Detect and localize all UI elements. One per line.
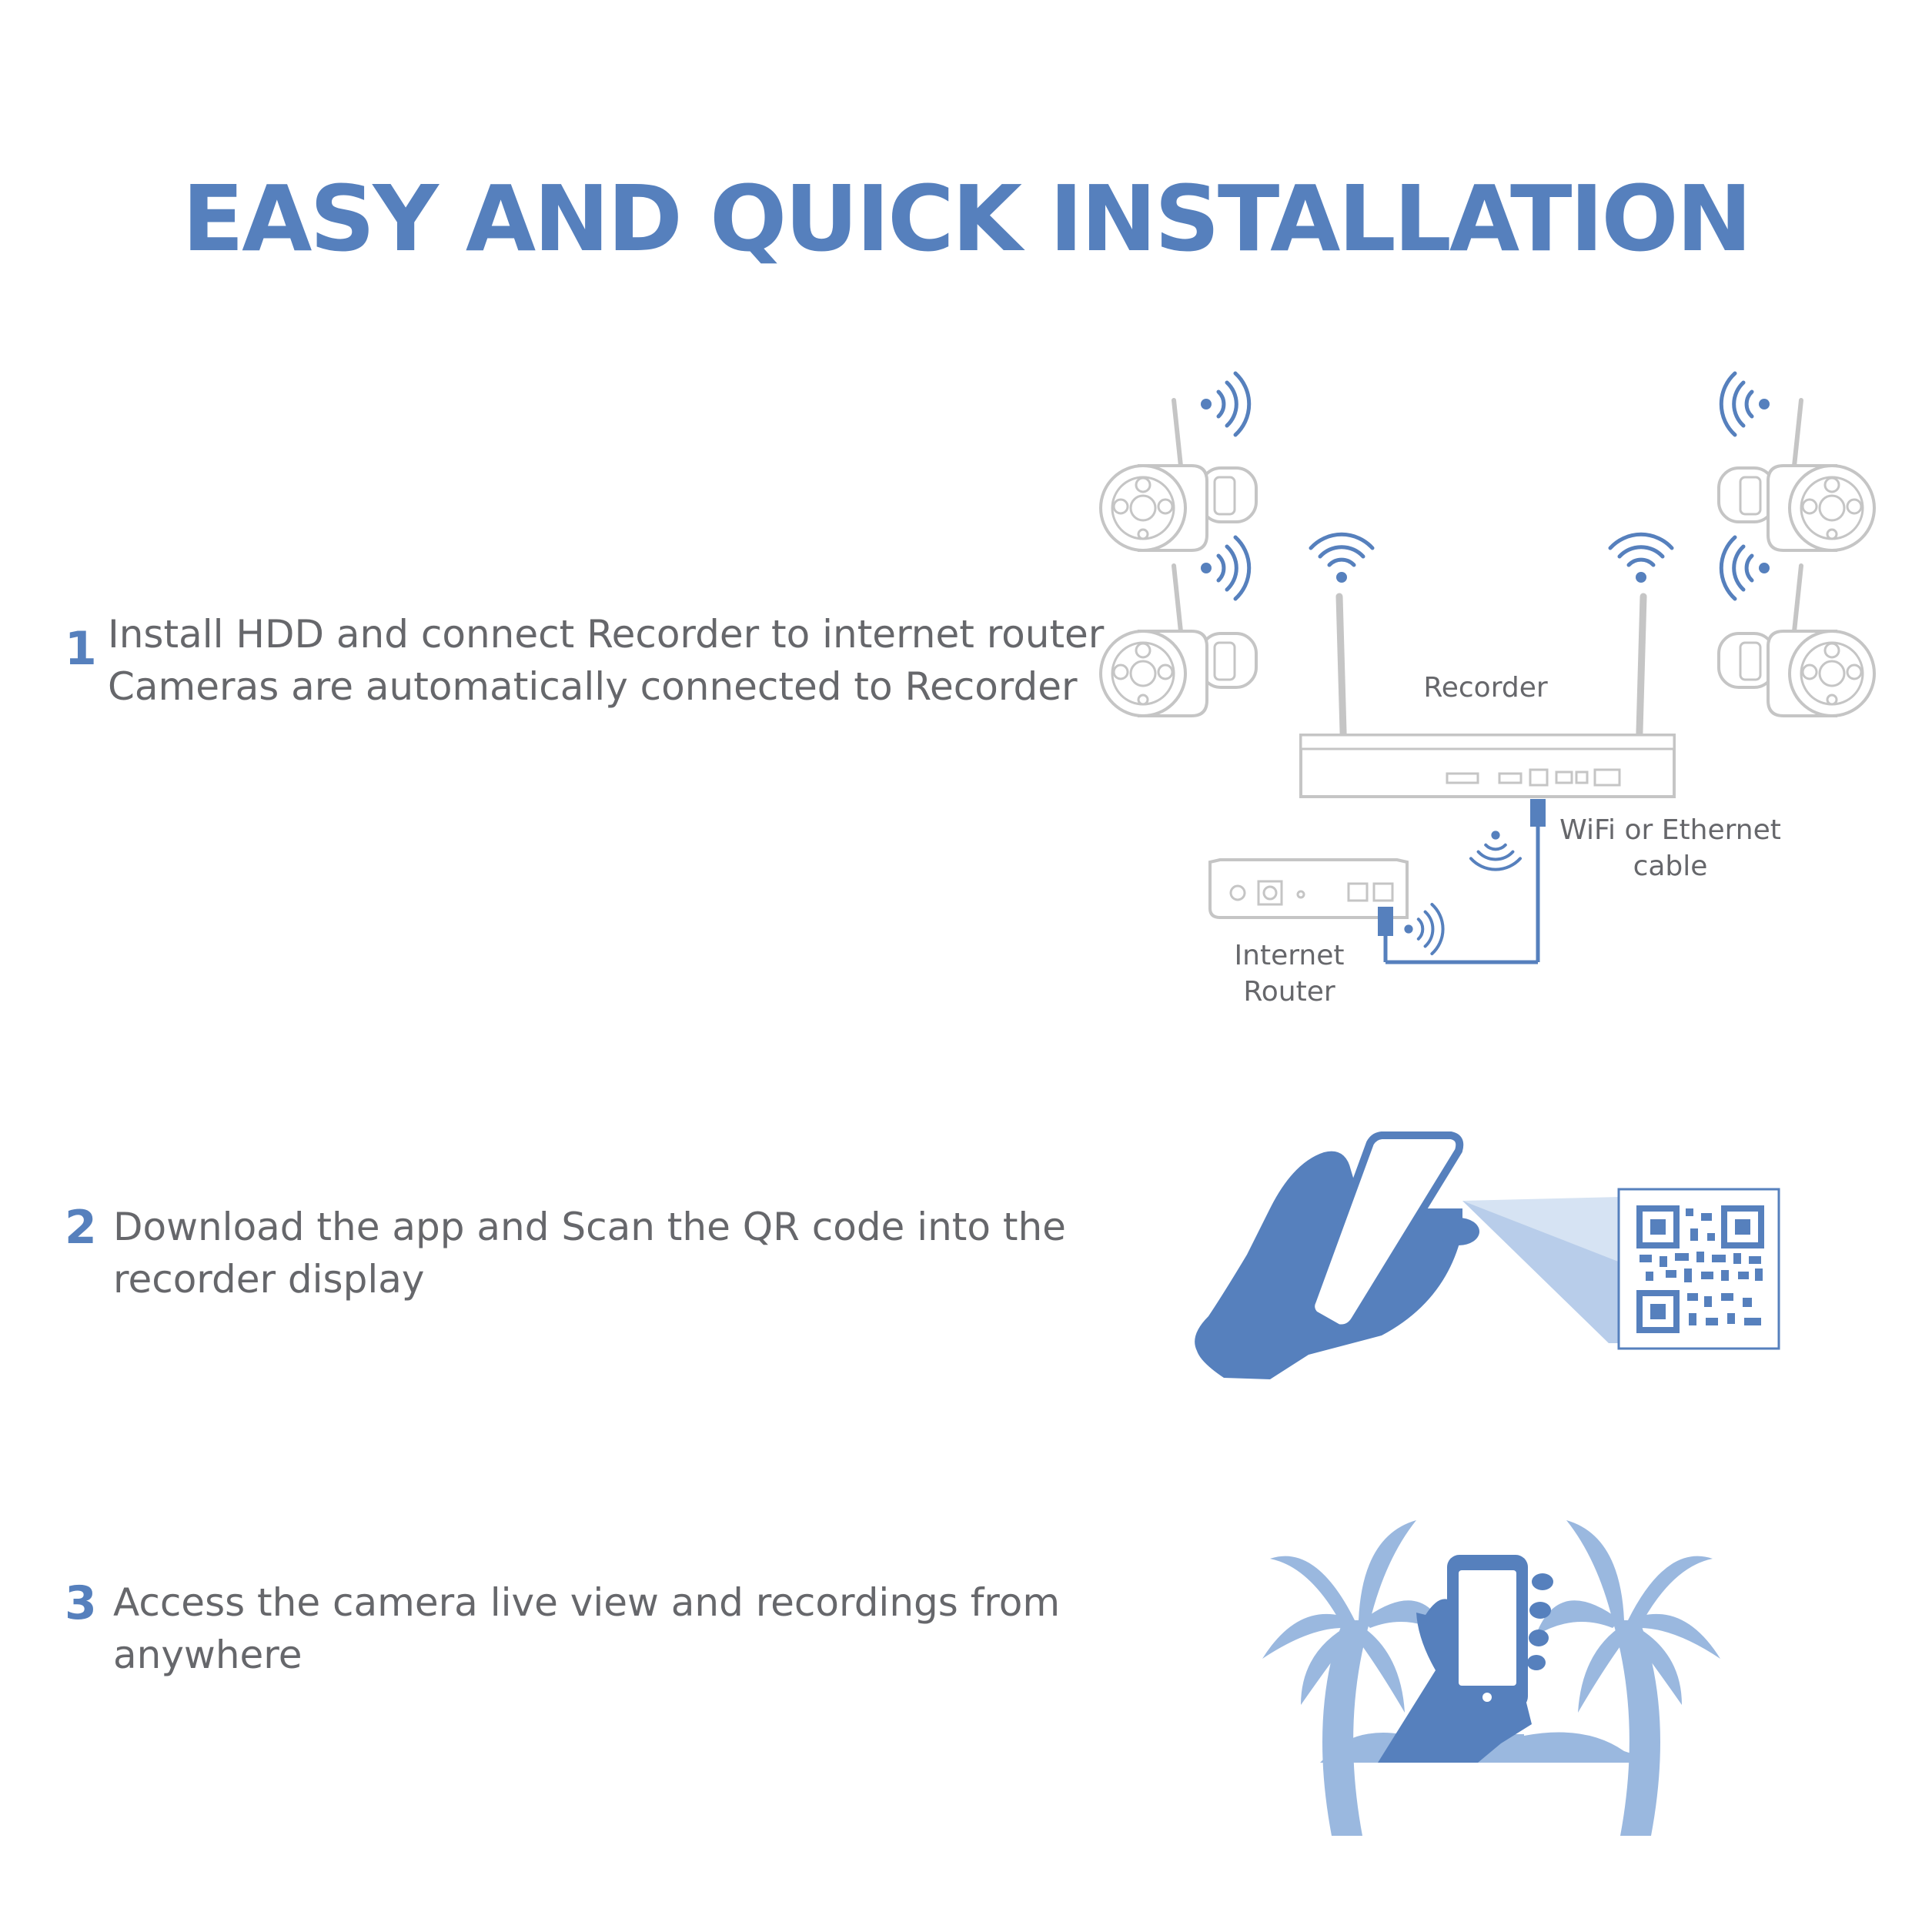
step-3-text: Access the camera live view and recordin… xyxy=(113,1576,1060,1681)
wifi-icon xyxy=(1404,904,1442,954)
remote-access-phone-icon xyxy=(1262,1520,1720,1836)
step-2-line-2: recorder display xyxy=(113,1257,425,1302)
wifi-icon xyxy=(1721,373,1770,435)
router-device xyxy=(1208,858,1409,919)
router-label-line-2: Router xyxy=(1243,976,1335,1008)
step-3-number: 3 xyxy=(65,1576,97,1630)
wifi-icon xyxy=(1201,373,1249,435)
camera-top-left xyxy=(1101,400,1256,550)
step-2-text: Download the app and Scan the QR code in… xyxy=(113,1201,1066,1305)
recorder-label: Recorder xyxy=(1423,672,1548,704)
router-label-line-1: Internet xyxy=(1234,940,1345,971)
step-1-line-1: Install HDD and connect Recorder to inte… xyxy=(108,612,1105,657)
qr-code-icon xyxy=(1636,1205,1764,1333)
step-2-line-1: Download the app and Scan the QR code in… xyxy=(113,1205,1066,1249)
step-3-line-1: Access the camera live view and recordin… xyxy=(113,1580,1061,1625)
recorder-device xyxy=(1299,593,1676,798)
palm-tree-icon xyxy=(1536,1520,1720,1836)
step-2-number: 2 xyxy=(65,1201,97,1255)
connection-label-line-2: cable xyxy=(1633,851,1708,882)
hand-scanning-qr-icon xyxy=(1195,1131,1780,1379)
page-title: EASY AND QUICK INSTALLATION xyxy=(182,165,1752,272)
camera-bottom-left xyxy=(1101,566,1256,716)
wifi-icon xyxy=(1311,534,1372,583)
connection-label: WiFi or Ethernet cable xyxy=(1547,812,1793,884)
step-3-line-2: anywhere xyxy=(113,1633,303,1677)
wifi-icon xyxy=(1471,831,1520,869)
palm-tree-icon xyxy=(1262,1520,1447,1836)
step-1-number: 1 xyxy=(65,622,97,676)
wifi-icon xyxy=(1201,537,1249,599)
router-label: Internet Router xyxy=(1201,938,1378,1010)
wifi-icon xyxy=(1610,534,1672,583)
connection-label-line-1: WiFi or Ethernet xyxy=(1559,814,1781,846)
step-1-text: Install HDD and connect Recorder to inte… xyxy=(108,608,1104,713)
step-1-line-2: Cameras are automatically connected to R… xyxy=(108,664,1078,709)
wifi-icon xyxy=(1721,537,1770,599)
ethernet-cable xyxy=(1378,799,1546,964)
